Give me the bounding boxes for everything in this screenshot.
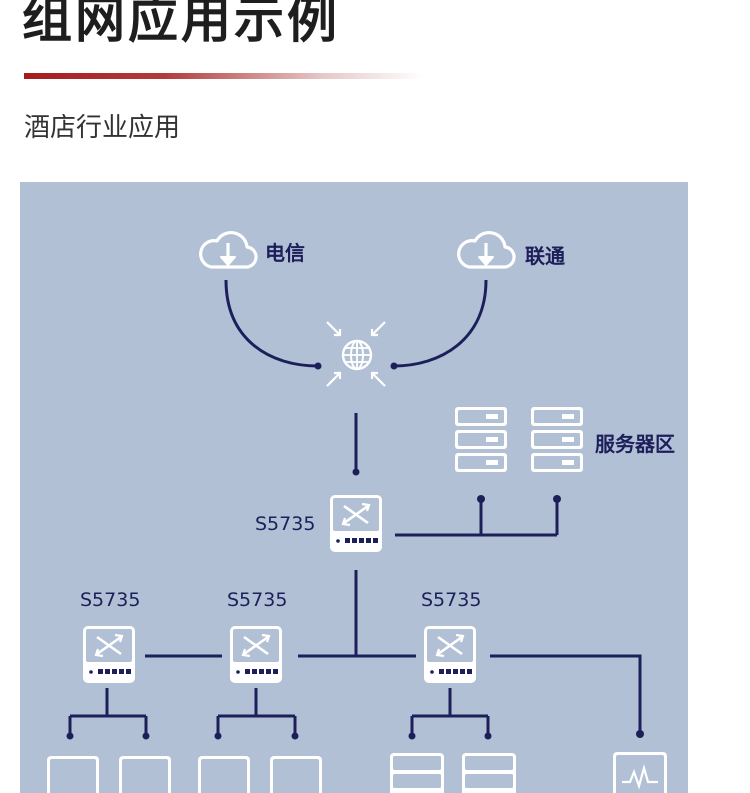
- access-switch-label: S5735: [421, 589, 481, 611]
- server-zone-label: 服务器区: [595, 432, 675, 456]
- access-switch-icon: [422, 624, 478, 685]
- rack-device-icon: [462, 753, 516, 793]
- cloud-download-icon: [199, 230, 258, 269]
- page-title: 组网应用示例: [22, 0, 340, 49]
- link-isp-right: [393, 279, 488, 368]
- link-access-bus: [145, 654, 642, 734]
- link-lines: [68, 279, 642, 735]
- link-access3-down: [410, 688, 490, 735]
- link-endpoints: [66, 362, 644, 740]
- monitor-wave-icon: [613, 752, 667, 793]
- server-icon: [455, 407, 507, 472]
- terminal-device-icon: [270, 756, 322, 793]
- access-switch-label: S5735: [80, 589, 140, 611]
- core-switch-label: S5735: [255, 513, 315, 535]
- network-diagram-panel: [20, 182, 688, 793]
- server-icon: [531, 407, 583, 472]
- title-underline: [24, 73, 424, 79]
- link-core-servers: [395, 499, 559, 537]
- access-switch-icon: [228, 624, 284, 685]
- link-access2-down: [216, 688, 297, 735]
- cloud-download-icon: [457, 230, 516, 269]
- link-access1-down: [68, 688, 148, 735]
- access-switch-label: S5735: [227, 589, 287, 611]
- access-switch-icon: [81, 624, 137, 685]
- page-subtitle: 酒店行业应用: [24, 113, 181, 143]
- terminal-device-icon: [119, 756, 171, 793]
- terminal-device-icon: [47, 756, 99, 793]
- core-switch-icon: [328, 493, 384, 554]
- converge-arrows-icon: [326, 321, 386, 387]
- link-isp-left: [224, 279, 319, 368]
- isp-left-label: 电信: [265, 241, 305, 265]
- rack-device-icon: [390, 753, 444, 793]
- isp-right-label: 联通: [525, 244, 565, 268]
- terminal-device-icon: [198, 756, 250, 793]
- globe-icon: [341, 339, 373, 371]
